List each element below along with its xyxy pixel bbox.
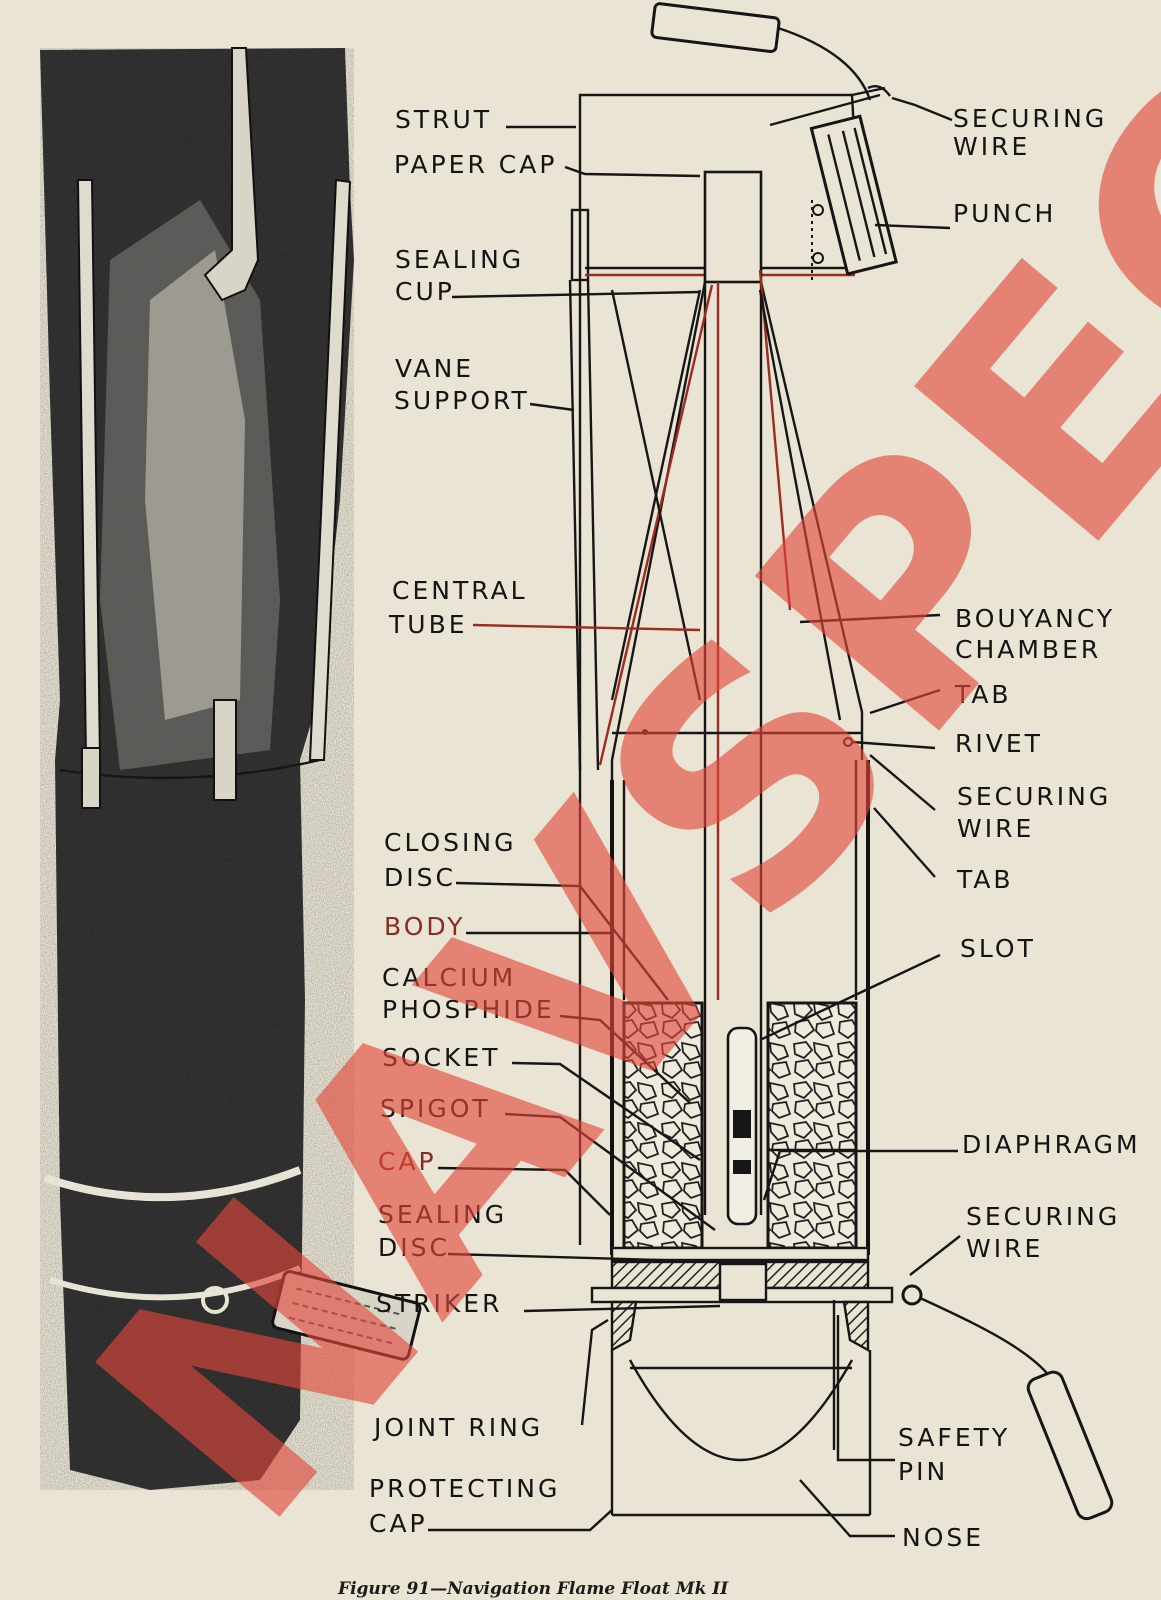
label-safety-pin-line1: SAFETY [898,1423,1010,1452]
label-sealing-cup-line1: SEALING [395,245,524,274]
label-protecting-cap-line1: PROTECTING [369,1474,560,1503]
label-central-tube-line2: TUBE [388,610,468,639]
label-central-tube-line1: CENTRAL [392,576,528,605]
label-securing-wire-low-line2: WIRE [966,1234,1043,1263]
label-paper-cap: PAPER CAP [394,150,557,179]
label-sealing-disc-line1: SEALING [378,1200,507,1229]
label-tab-lower: TAB [956,865,1014,894]
label-diaphragm: DIAPHRAGM [962,1130,1141,1159]
label-striker: STRIKER [376,1289,502,1318]
label-securing-wire-low-line1: SECURING [966,1202,1120,1231]
label-calcium-phosphide-line2: PHOSPHIDE [382,995,555,1024]
label-sealing-disc-line2: DISC [378,1233,450,1262]
float-photograph [40,47,422,1490]
label-securing-wire-top-line1: SECURING [953,104,1107,133]
label-bouyancy-chamber-line2: CHAMBER [955,635,1101,664]
label-safety-pin-line2: PIN [898,1457,948,1486]
label-securing-wire-mid-line1: SECURING [957,782,1111,811]
label-slot: SLOT [960,934,1036,963]
figure-caption: Figure 91—Navigation Flame Float Mk II [337,1579,729,1599]
label-vane-support-line2: SUPPORT [394,386,530,415]
label-vane-support-line1: VANE [395,354,474,383]
label-closing-disc-line1: CLOSING [384,828,517,857]
label-body: BODY [384,912,466,941]
float-cross-section [568,2,1114,1521]
label-cap: CAP [378,1147,437,1176]
label-protecting-cap-line2: CAP [369,1509,428,1538]
label-spigot: SPIGOT [380,1094,491,1123]
label-securing-wire-top-line2: WIRE [953,132,1030,161]
label-rivet: RIVET [955,729,1043,758]
leader-lines [428,96,961,1538]
label-tab-upper: TAB [954,680,1012,709]
label-calcium-phosphide-line1: CALCIUM [382,963,516,992]
label-securing-wire-mid-line2: WIRE [957,814,1034,843]
label-joint-ring: JOINT RING [372,1413,543,1442]
part-labels: STRUT PAPER CAP SEALING CUP VANE SUPPORT… [369,104,1141,1552]
label-strut: STRUT [395,105,492,134]
label-nose: NOSE [902,1523,984,1552]
label-closing-disc-line2: DISC [384,863,456,892]
label-bouyancy-chamber-line1: BOUYANCY [955,604,1115,633]
label-socket: SOCKET [382,1043,500,1072]
label-punch: PUNCH [953,199,1056,228]
label-sealing-cup-line2: CUP [395,277,455,306]
